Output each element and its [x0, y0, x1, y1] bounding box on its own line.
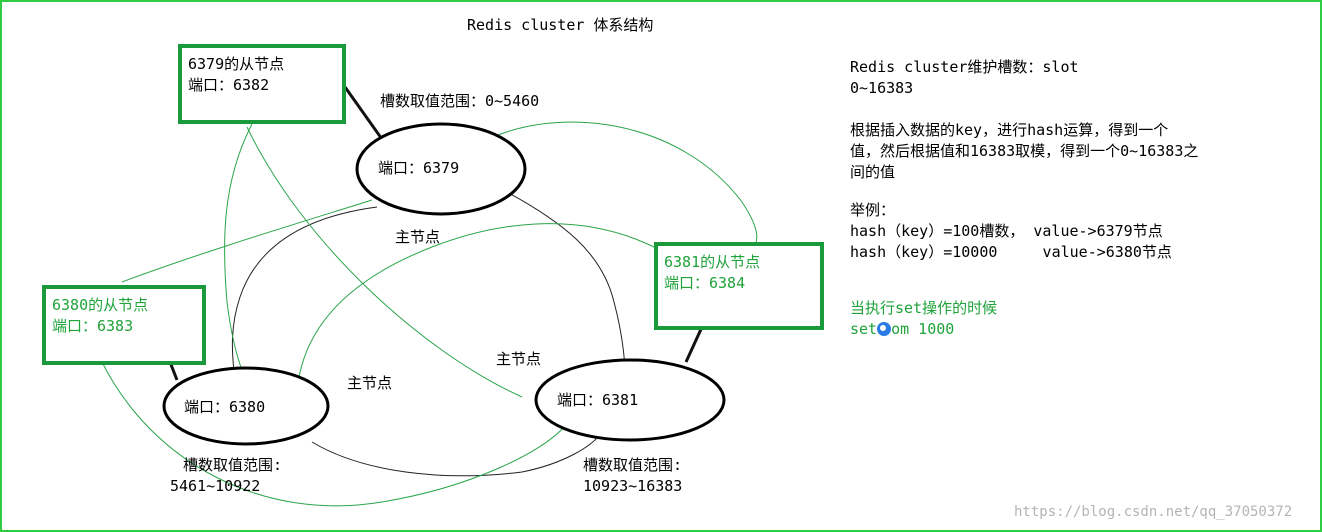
slot-range-6379: 槽数取值范围：0~5460 [380, 92, 540, 110]
connector-6384-6381 [684, 326, 704, 363]
master-role-label: 主节点 [395, 228, 441, 246]
master-node-6379-shape [355, 122, 527, 216]
note-set-line1: 当执行set操作的时候 [850, 299, 998, 317]
replication-curve [246, 126, 523, 398]
watermark: https://blog.csdn.net/qq_37050372 [1014, 504, 1293, 520]
slave-node-6382: 6379的从节点 端口：6382 [178, 44, 346, 124]
note-set-suffix: om 1000 [891, 320, 955, 338]
master-ring-6380-6381 [311, 431, 603, 477]
slave-node-title: 6381的从节点 [664, 253, 761, 271]
replication-curve [481, 121, 758, 248]
note-hash-line1: 根据插入数据的key，进行hash运算，得到一个 [850, 121, 1169, 139]
note-example-line2: hash（key）=10000 value->6380节点 [850, 243, 1172, 261]
slave-node-port: 端口：6382 [188, 76, 270, 94]
note-slot-line2: 0~16383 [850, 79, 914, 97]
connector-6382-6379 [343, 86, 386, 143]
note-hash-line2: 值，然后根据值和16383取模，得到一个0~16383之 [850, 142, 1199, 160]
slave-node-title: 6380的从节点 [52, 296, 149, 314]
master-node-6381-label: 端口：6381 [557, 391, 639, 409]
slave-node-port: 端口：6384 [664, 274, 746, 292]
master-node-6379-label: 端口：6379 [378, 159, 460, 177]
master-ring-6379-6380 [231, 206, 378, 373]
connector-6383-6380 [168, 361, 179, 381]
slave-node-6384: 6381的从节点 端口：6384 [654, 242, 824, 330]
slot-range-6380-line2: 5461~10922 [170, 477, 261, 495]
search-icon [877, 322, 892, 336]
slot-range-6381-line2: 10923~16383 [583, 477, 683, 495]
note-set-line2: set om 1000 [850, 319, 954, 340]
master-node-6380-label: 端口：6380 [184, 398, 266, 416]
master-node-6381-shape [534, 358, 726, 442]
replication-curve [296, 223, 655, 393]
slave-node-title: 6379的从节点 [188, 55, 285, 73]
slave-node-6383: 6380的从节点 端口：6383 [42, 285, 206, 365]
slot-range-6381-line1: 槽数取值范围: [583, 456, 683, 474]
note-slot-line1: Redis cluster维护槽数：slot [850, 58, 1079, 76]
page-title: Redis cluster 体系结构 [467, 16, 654, 34]
master-role-label: 主节点 [347, 374, 393, 392]
note-example-title: 举例： [850, 201, 896, 219]
note-set-prefix: set [850, 320, 878, 338]
slot-range-6380-line1: 槽数取值范围: [183, 456, 283, 474]
replication-curve [121, 199, 373, 283]
master-node-6380-shape [162, 366, 330, 446]
replication-curve [224, 123, 258, 398]
slave-node-port: 端口：6383 [52, 317, 134, 335]
note-hash-line3: 间的值 [850, 163, 896, 181]
master-role-label: 主节点 [496, 350, 542, 368]
note-example-line1: hash（key）=100槽数， value->6379节点 [850, 222, 1163, 240]
replication-curve [101, 361, 565, 507]
